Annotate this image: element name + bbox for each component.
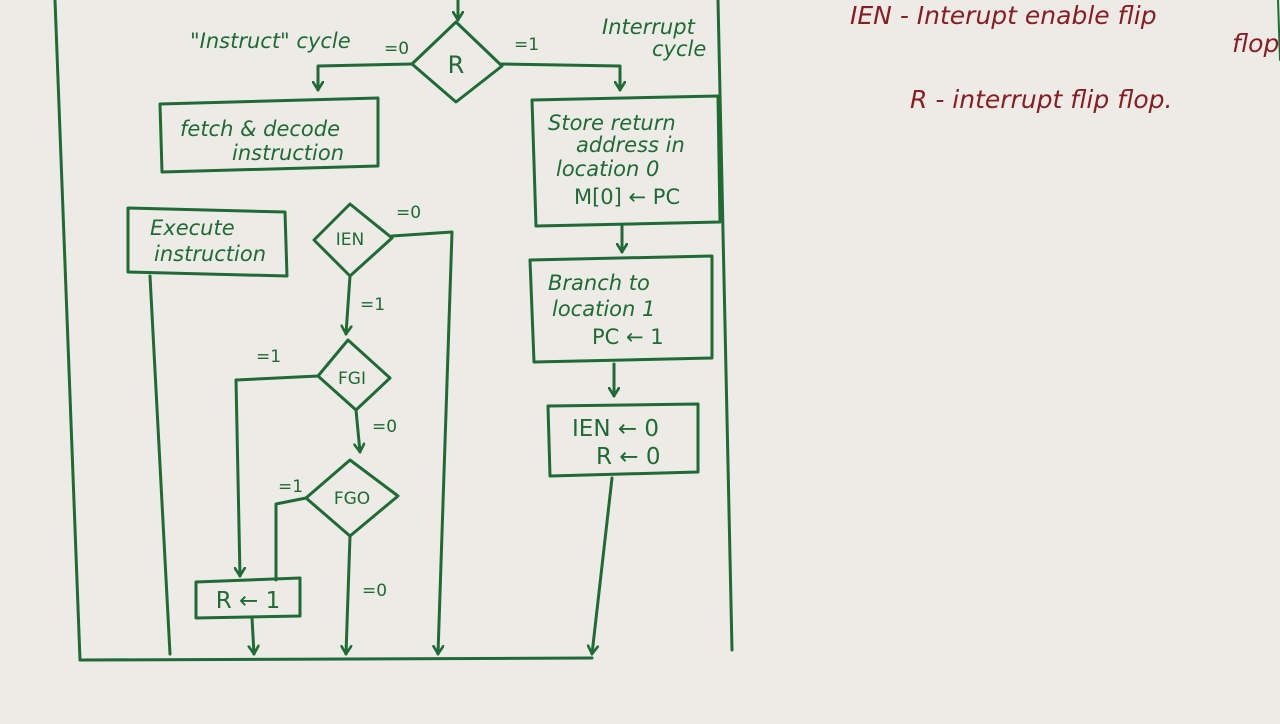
frame-left-line	[53, 0, 82, 662]
r-one-arrow	[500, 62, 620, 92]
decision-fgi-label: FGI	[338, 369, 366, 389]
decision-fgo-label: FGO	[334, 489, 370, 509]
store-line-3: location 0	[556, 157, 659, 181]
ien-one-label: =1	[360, 295, 385, 315]
set-r-label: R ← 1	[216, 588, 281, 614]
fetch-decode-line-2: instruction	[232, 141, 344, 165]
fgo-one-line	[274, 496, 308, 582]
note-ien-line-1: IEN - Interupt enable flip	[850, 1, 1157, 30]
set-r-down-arrow	[252, 616, 254, 656]
execute-line-2: instruction	[154, 242, 266, 266]
note-r-line: R - interrupt flip flop.	[910, 85, 1172, 114]
store-line-2: address in	[576, 133, 685, 157]
fgo-zero-label: =0	[362, 581, 387, 601]
reset-down-arrow	[592, 476, 614, 656]
frame-right-line	[716, 0, 734, 652]
fgo-one-label: =1	[278, 477, 303, 497]
decision-r	[410, 20, 504, 104]
fgi-one-label: =1	[256, 347, 281, 367]
instruct-cycle-label: "Instruct" cycle	[190, 29, 351, 53]
fgo-zero-arrow	[346, 534, 350, 656]
reset-line-1: IEN ← 0	[572, 416, 659, 442]
branch-location-box	[528, 254, 714, 364]
note-ien-line-2: flop	[1232, 29, 1279, 58]
r-one-label: =1	[514, 35, 539, 55]
set-r-box	[194, 576, 302, 620]
interrupt-cycle-label-2: cycle	[652, 37, 706, 61]
execute-instruction-box	[126, 206, 289, 278]
execute-down-line	[148, 274, 172, 656]
r-zero-label: =0	[384, 39, 409, 59]
fgi-zero-arrow	[356, 408, 360, 454]
interrupt-cycle-label-1: Interrupt	[602, 15, 696, 39]
branch-line-3: PC ← 1	[592, 325, 664, 349]
reset-line-2: R ← 0	[596, 444, 661, 470]
store-return-box	[530, 94, 722, 228]
fetch-decode-line-1: fetch & decode	[180, 117, 340, 141]
branch-line-1: Branch to	[548, 271, 650, 295]
execute-line-1: Execute	[150, 216, 235, 240]
fgi-zero-label: =0	[372, 417, 397, 437]
ien-one-arrow	[346, 274, 350, 336]
reset-flags-box	[546, 402, 700, 478]
decision-r-label: R	[448, 51, 465, 79]
decision-ien-label: IEN	[336, 230, 364, 250]
store-line-1: Store return	[548, 111, 676, 135]
fetch-decode-box	[158, 96, 380, 174]
ien-zero-arrow	[390, 230, 454, 656]
frame-bottom-line	[78, 656, 594, 662]
branch-line-2: location 1	[552, 297, 655, 321]
store-line-4: M[0] ← PC	[574, 185, 680, 209]
r-zero-arrow	[318, 62, 414, 92]
fgi-one-arrow	[236, 374, 320, 578]
ien-zero-label: =0	[396, 203, 421, 223]
